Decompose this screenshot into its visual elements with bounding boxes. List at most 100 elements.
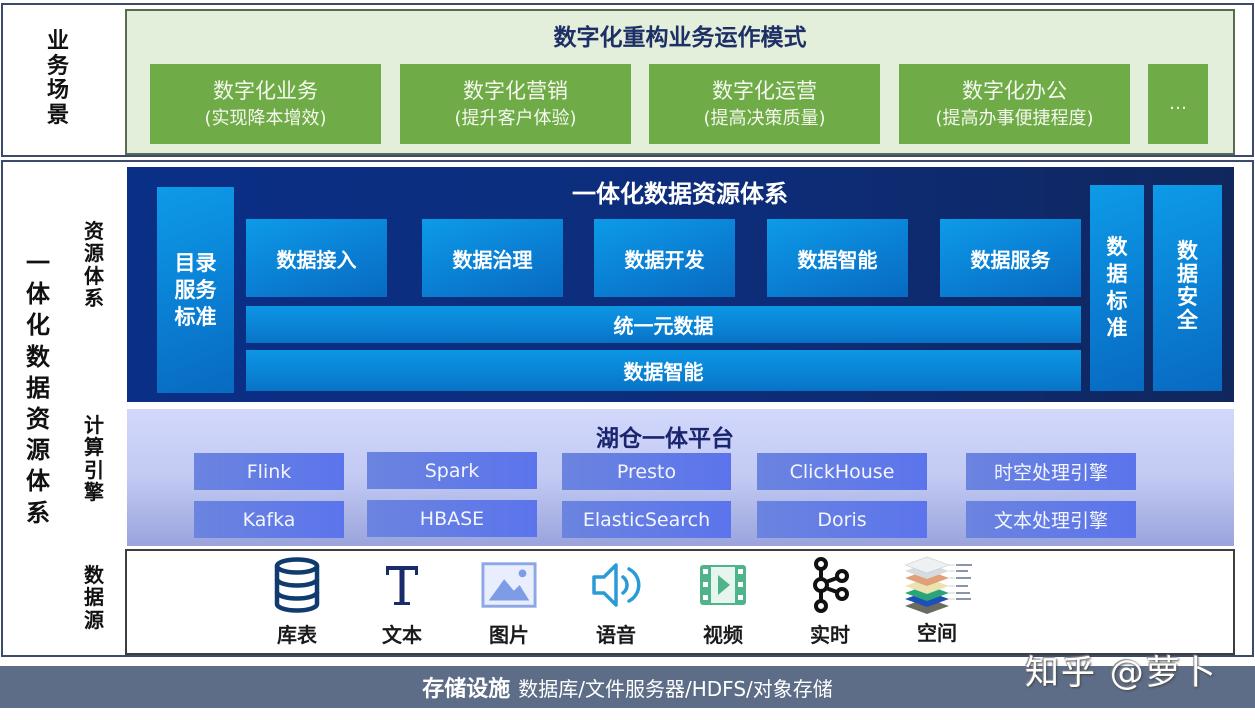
side-char: 源	[84, 607, 104, 632]
business-scenario-title: 数字化重构业务运作模式	[553, 25, 807, 51]
module-data-ingestion[interactable]: 数据接入	[246, 219, 387, 297]
storage-infrastructure-bar: 存储设施 数据库/文件服务器/HDFS/对象存储	[0, 666, 1255, 708]
side-char: 擎	[84, 480, 104, 505]
data-source-label: 实时	[810, 623, 850, 647]
data-source-text[interactable]: 文本	[362, 557, 442, 648]
card-title: 数字化办公	[962, 79, 1067, 103]
side-char: 场	[46, 78, 69, 104]
engine-spark[interactable]: Spark	[367, 452, 537, 489]
card-subtitle: (提高办事便捷程度)	[935, 108, 1094, 129]
data-source-video[interactable]: 视频	[683, 557, 763, 648]
card-title: 数字化运营	[712, 79, 817, 103]
module-data-service[interactable]: 数据服务	[940, 219, 1081, 297]
data-source-label: 图片	[489, 623, 529, 647]
database-icon	[269, 557, 325, 613]
box-line: 标准	[174, 304, 217, 329]
engine-hbase[interactable]: HBASE	[367, 500, 537, 537]
storage-title: 存储设施	[422, 677, 511, 702]
side-char: 务	[46, 53, 69, 79]
side-char: 计	[84, 413, 104, 437]
data-source-audio[interactable]: 语音	[576, 557, 656, 648]
box-line: 目录	[174, 250, 217, 275]
engine-clickhouse[interactable]: ClickHouse	[757, 453, 927, 490]
data-source-table[interactable]: 库表	[257, 557, 337, 648]
side-char: 体	[84, 263, 104, 288]
image-icon	[481, 557, 537, 613]
side-char: 体	[26, 280, 50, 309]
engine-spatiotemporal[interactable]: 时空处理引擎	[966, 453, 1136, 490]
text-icon	[374, 557, 430, 613]
stream-icon	[802, 557, 858, 613]
integrated-system-side-label: 一 体 化 数 据 资 源 体 系	[20, 248, 56, 529]
side-char: 数	[26, 342, 50, 371]
box-line: 服务	[174, 277, 217, 302]
data-source-spatial[interactable]: 空间	[897, 556, 977, 646]
data-security-column[interactable]: 数 据 安 全	[1153, 185, 1222, 391]
data-source-label: 库表	[277, 623, 317, 647]
storage-detail: 数据库/文件服务器/HDFS/对象存储	[518, 676, 833, 701]
column-char: 准	[1106, 316, 1128, 340]
side-char: 数	[84, 563, 104, 587]
data-source-panel	[125, 549, 1235, 655]
card-title: 数字化业务	[213, 79, 318, 103]
column-char: 据	[1177, 262, 1198, 286]
business-card-digital-office[interactable]: 数字化办公 (提高办事便捷程度)	[899, 64, 1130, 144]
module-data-governance[interactable]: 数据治理	[422, 219, 563, 297]
business-card-digital-operations[interactable]: 数字化运营 (提高决策质量)	[649, 64, 880, 144]
side-char: 源	[84, 241, 104, 266]
module-data-development[interactable]: 数据开发	[594, 219, 735, 297]
engine-doris[interactable]: Doris	[757, 501, 927, 538]
side-char: 系	[84, 286, 104, 311]
data-source-label: 视频	[703, 623, 743, 647]
side-char: 据	[26, 373, 50, 402]
side-char: 资	[84, 219, 104, 243]
video-icon	[695, 557, 751, 613]
business-card-more[interactable]: …	[1148, 64, 1208, 144]
module-data-intelligence[interactable]: 数据智能	[767, 219, 908, 297]
side-char: 一	[26, 249, 50, 277]
business-scenario-side-label: 业 务 场 景	[38, 29, 78, 129]
engine-kafka[interactable]: Kafka	[194, 501, 344, 538]
data-source-label: 空间	[917, 621, 957, 645]
data-source-side-label: 数 据 源	[78, 563, 110, 632]
column-char: 全	[1177, 308, 1198, 332]
lakehouse-platform-title: 湖仓一体平台	[596, 426, 734, 452]
card-subtitle: (提升客户体验)	[454, 108, 577, 129]
business-card-digital-marketing[interactable]: 数字化营销 (提升客户体验)	[400, 64, 631, 144]
engine-text-processing[interactable]: 文本处理引擎	[966, 501, 1136, 538]
data-standard-column[interactable]: 数 据 标 准	[1090, 185, 1144, 391]
card-subtitle: (实现降本增效)	[204, 108, 327, 129]
more-ellipsis: …	[1169, 93, 1187, 114]
side-char: 资	[26, 404, 50, 433]
resource-system-title: 一体化数据资源体系	[572, 180, 788, 208]
resource-system-side-label: 资 源 体 系	[78, 220, 110, 310]
data-source-image[interactable]: 图片	[469, 557, 549, 648]
data-source-label: 语音	[596, 623, 636, 647]
card-title: 数字化营销	[463, 79, 568, 103]
column-char: 安	[1177, 285, 1198, 309]
column-char: 标	[1106, 289, 1128, 313]
data-source-realtime[interactable]: 实时	[790, 557, 870, 648]
compute-engine-side-label: 计 算 引 擎	[78, 414, 110, 504]
catalog-service-standard-box[interactable]: 目录 服务 标准	[157, 187, 234, 393]
side-char: 业	[46, 29, 69, 54]
map-layers-icon	[897, 556, 977, 614]
side-char: 体	[26, 467, 50, 496]
watermark: 知乎 @萝卜	[1025, 653, 1218, 693]
data-intelligence-bar[interactable]: 数据智能	[246, 350, 1081, 391]
side-char: 化	[26, 311, 50, 340]
side-char: 源	[26, 436, 50, 465]
speaker-icon	[588, 557, 644, 613]
side-char: 系	[26, 498, 50, 527]
engine-elasticsearch[interactable]: ElasticSearch	[562, 501, 731, 538]
column-char: 据	[1106, 262, 1128, 286]
card-subtitle: (提高决策质量)	[703, 108, 826, 129]
engine-presto[interactable]: Presto	[562, 453, 731, 490]
side-char: 据	[84, 585, 104, 610]
side-char: 算	[84, 435, 104, 460]
column-char: 数	[1177, 239, 1198, 263]
unified-metadata-bar[interactable]: 统一元数据	[246, 306, 1081, 343]
engine-flink[interactable]: Flink	[194, 453, 344, 490]
business-card-digital-business[interactable]: 数字化业务 (实现降本增效)	[150, 64, 381, 144]
side-char: 引	[84, 457, 104, 482]
